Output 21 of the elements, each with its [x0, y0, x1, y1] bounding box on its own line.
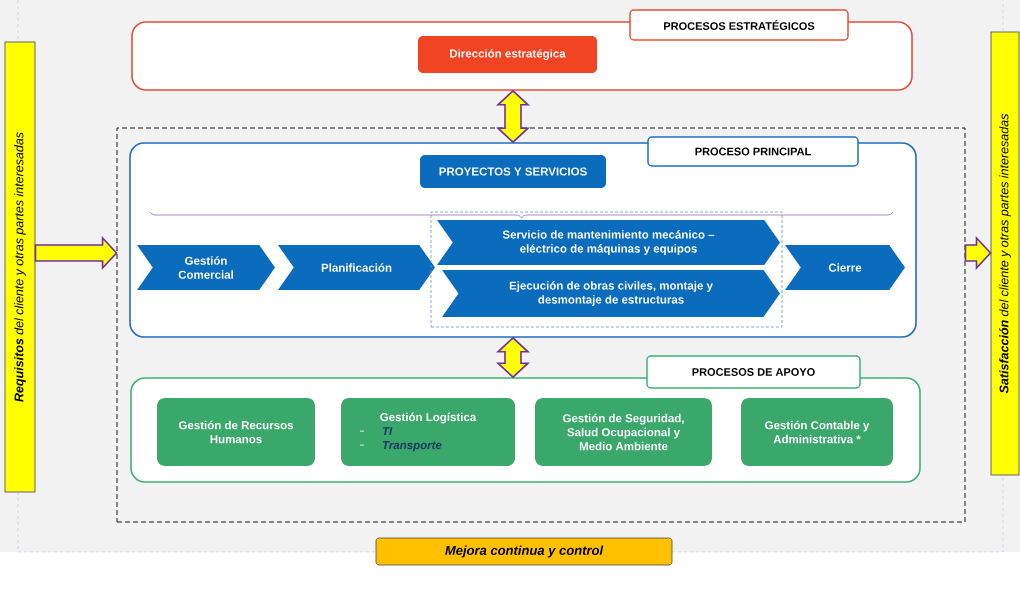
process-step: Servicio de mantenimiento mecánico – eléctrico de máquinas y equipos	[437, 220, 780, 265]
process-box: Gestión de Seguridad, Salud Ocupacional y Medio Ambiente	[535, 398, 712, 466]
process-box: PROYECTOS Y SERVICIOS	[420, 155, 606, 188]
block-arrow	[964, 235, 992, 271]
process-step: Gestión Comercial	[137, 245, 275, 290]
panel-tab: PROCESO PRINCIPAL	[647, 136, 859, 167]
dashed-frame	[430, 211, 783, 328]
process-step: Ejecución de obras civiles, montaje y desmontaje de estructuras	[442, 270, 780, 317]
process-box: Gestión Logística TI Transporte	[341, 398, 515, 466]
panel-tab: PROCESOS DE APOYO	[646, 355, 861, 389]
panel-tab: PROCESOS ESTRATÉGICOS	[629, 9, 849, 41]
dashed-frame	[116, 127, 966, 523]
side-banner: Requisitos del cliente y otras partes interesadas	[4, 41, 36, 493]
process-box: Gestión Contable y Administrativa *	[741, 398, 893, 466]
block-arrow	[34, 235, 118, 271]
process-step: Planificación	[278, 245, 435, 290]
side-banner: Satisfacción del cliente y otras partes interesadas	[990, 31, 1020, 476]
process-box: Gestión de Recursos Humanos	[157, 398, 315, 466]
process-box: Mejora continua y control	[375, 537, 673, 566]
process-box: Dirección estratégica	[418, 36, 597, 73]
process-step: Cierre	[785, 245, 905, 290]
